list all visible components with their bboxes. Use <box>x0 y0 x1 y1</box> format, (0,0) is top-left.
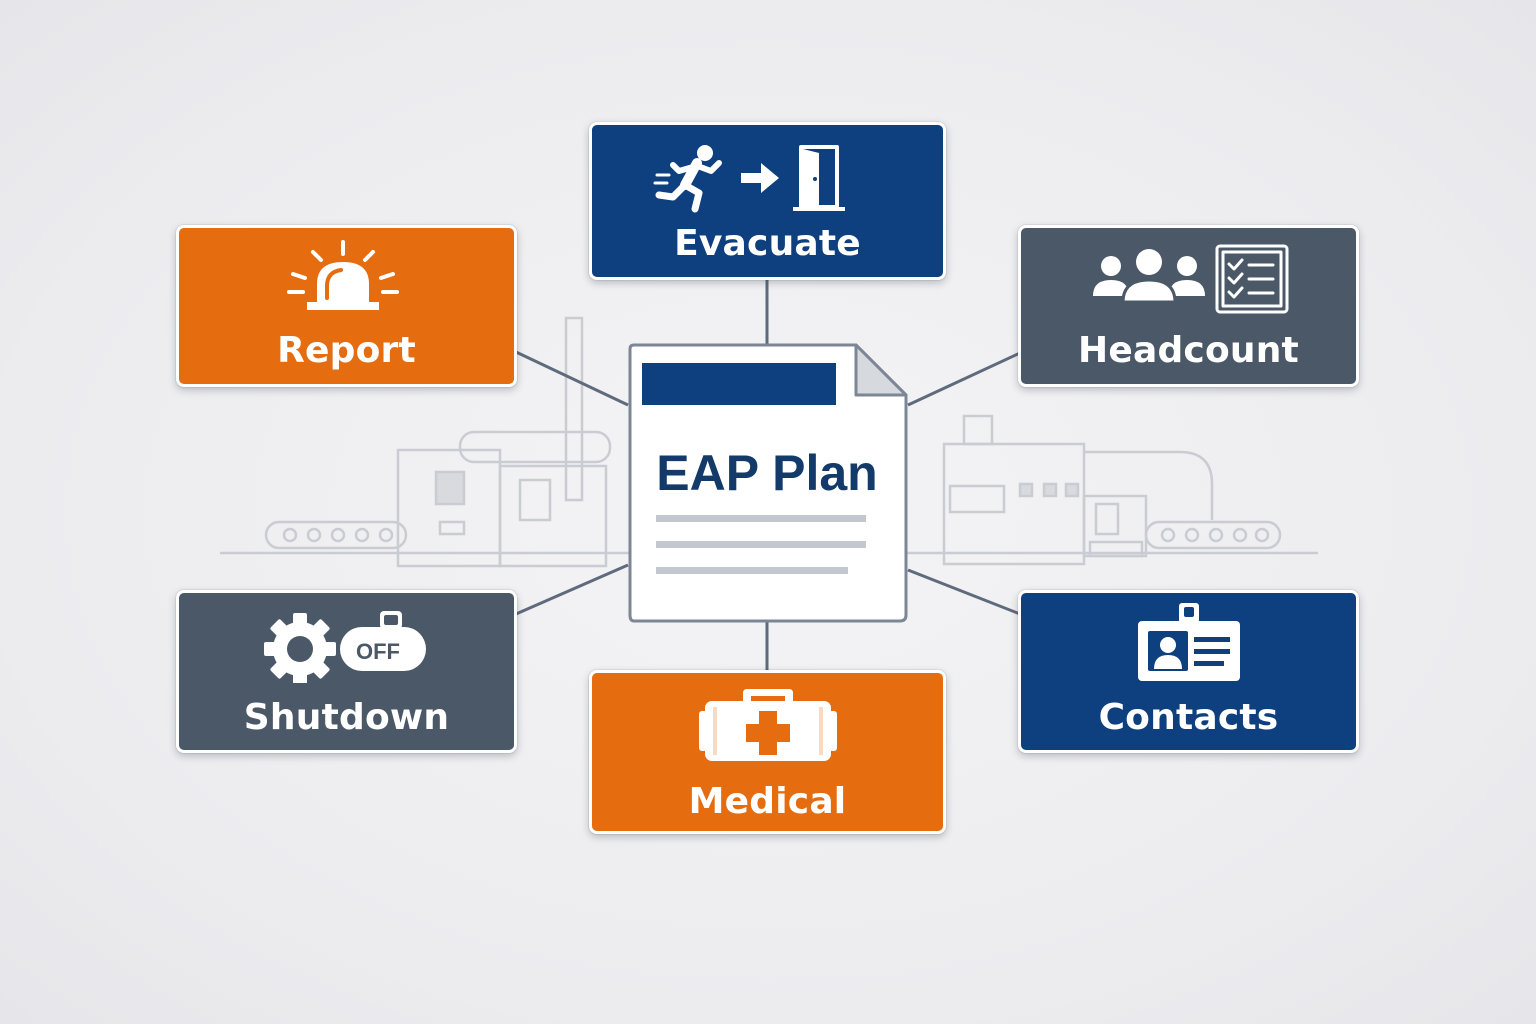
contacts-box[interactable]: Contacts <box>1018 590 1359 753</box>
people-checklist-icon <box>1021 240 1356 316</box>
medical-label: Medical <box>688 781 847 822</box>
medical-box[interactable]: Medical <box>589 670 946 834</box>
connector-headcount <box>907 351 1021 407</box>
contacts-label: Contacts <box>1098 697 1279 738</box>
connector-shutdown <box>515 563 629 616</box>
document-header-bar <box>642 363 836 405</box>
eap-plan-document <box>628 343 908 623</box>
id-badge-icon <box>1021 601 1356 683</box>
shutdown-label: Shutdown <box>243 697 450 738</box>
report-label: Report <box>277 330 416 371</box>
report-box[interactable]: Report <box>176 225 517 387</box>
gear-off-switch-icon: OFF <box>179 607 514 683</box>
connector-report <box>515 350 629 407</box>
alarm-beacon-icon <box>179 238 514 314</box>
connector-contacts <box>907 568 1021 616</box>
evacuate-box[interactable]: Evacuate <box>589 122 946 280</box>
shutdown-box[interactable]: OFF Shutdown <box>176 590 517 753</box>
off-switch-text: OFF <box>356 639 400 664</box>
document-text-line <box>656 515 866 522</box>
document-text-line <box>656 567 848 574</box>
evacuate-label: Evacuate <box>674 223 861 264</box>
first-aid-kit-icon <box>592 685 943 763</box>
eap-plan-title: EAP Plan <box>656 445 878 501</box>
headcount-box[interactable]: Headcount <box>1018 225 1359 387</box>
document-text-line <box>656 541 866 548</box>
headcount-label: Headcount <box>1078 330 1299 371</box>
running-person-exit-door-icon <box>592 143 943 213</box>
